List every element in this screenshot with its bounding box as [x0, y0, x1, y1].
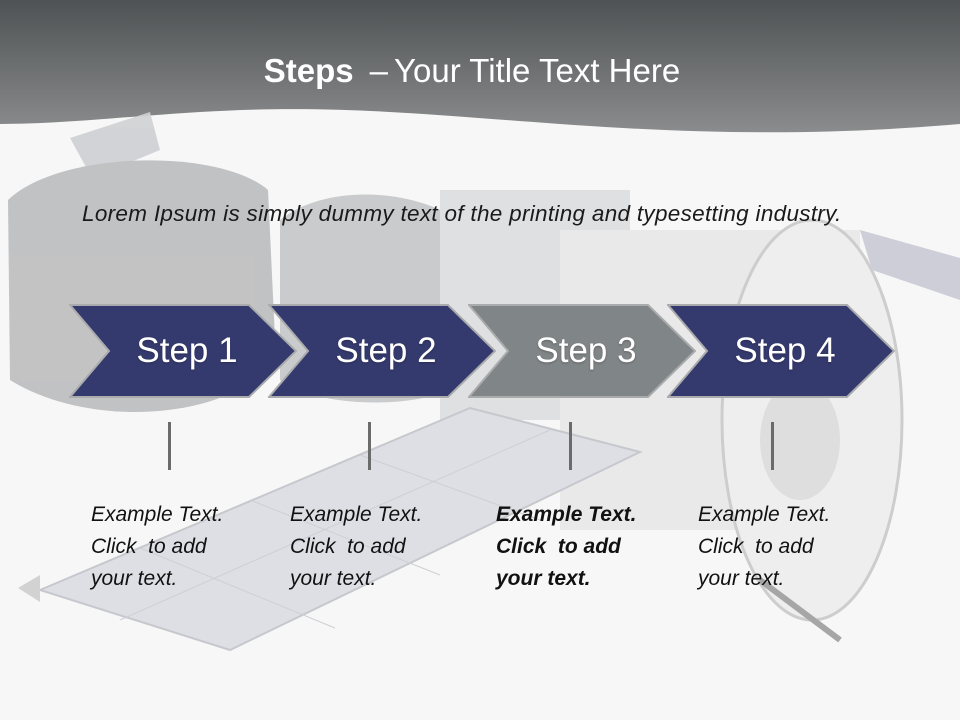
- step-4-caption[interactable]: Example Text. Click to add your text.: [698, 499, 873, 595]
- caption-line: your text.: [91, 567, 178, 590]
- caption-line: your text.: [290, 567, 377, 590]
- caption-line: Click to add: [290, 535, 406, 558]
- step-3-caption[interactable]: Example Text. Click to add your text.: [496, 499, 671, 595]
- intro-text[interactable]: Lorem Ipsum is simply dummy text of the …: [82, 201, 842, 226]
- step-3-connector: [569, 422, 572, 470]
- caption-line: Click to add: [91, 535, 207, 558]
- header-band: [0, 0, 960, 133]
- step-3-label: Step 3: [535, 331, 637, 370]
- caption-line: Example Text.: [698, 503, 831, 526]
- chevron-shape: [667, 304, 895, 398]
- step-1-chevron[interactable]: Step 1: [69, 304, 297, 398]
- slide-title: Steps–Your Title Text Here: [0, 52, 944, 90]
- caption-line: your text.: [698, 567, 785, 590]
- step-2-label: Step 2: [335, 331, 437, 370]
- title-text: Your Title Text Here: [394, 52, 681, 89]
- chevron-shape: [468, 304, 696, 398]
- step-1-connector: [168, 422, 171, 470]
- caption-line: Click to add: [496, 535, 621, 558]
- caption-line: your text.: [496, 567, 591, 590]
- chevron-shape: [69, 304, 297, 398]
- title-bold: Steps: [263, 52, 354, 89]
- step-3-chevron[interactable]: Step 3: [468, 304, 696, 398]
- chevron-shape: [268, 304, 496, 398]
- step-4-label: Step 4: [734, 331, 836, 370]
- caption-line: Example Text.: [91, 503, 224, 526]
- step-2-connector: [368, 422, 371, 470]
- caption-line: Example Text.: [290, 503, 423, 526]
- step-2-caption[interactable]: Example Text. Click to add your text.: [290, 499, 465, 595]
- caption-line: Example Text.: [496, 503, 637, 526]
- title-dash: –: [369, 52, 389, 89]
- step-4-chevron[interactable]: Step 4: [667, 304, 895, 398]
- caption-line: Click to add: [698, 535, 814, 558]
- step-2-chevron[interactable]: Step 2: [268, 304, 496, 398]
- step-1-caption[interactable]: Example Text. Click to add your text.: [91, 499, 266, 595]
- step-1-label: Step 1: [136, 331, 238, 370]
- step-4-connector: [771, 422, 774, 470]
